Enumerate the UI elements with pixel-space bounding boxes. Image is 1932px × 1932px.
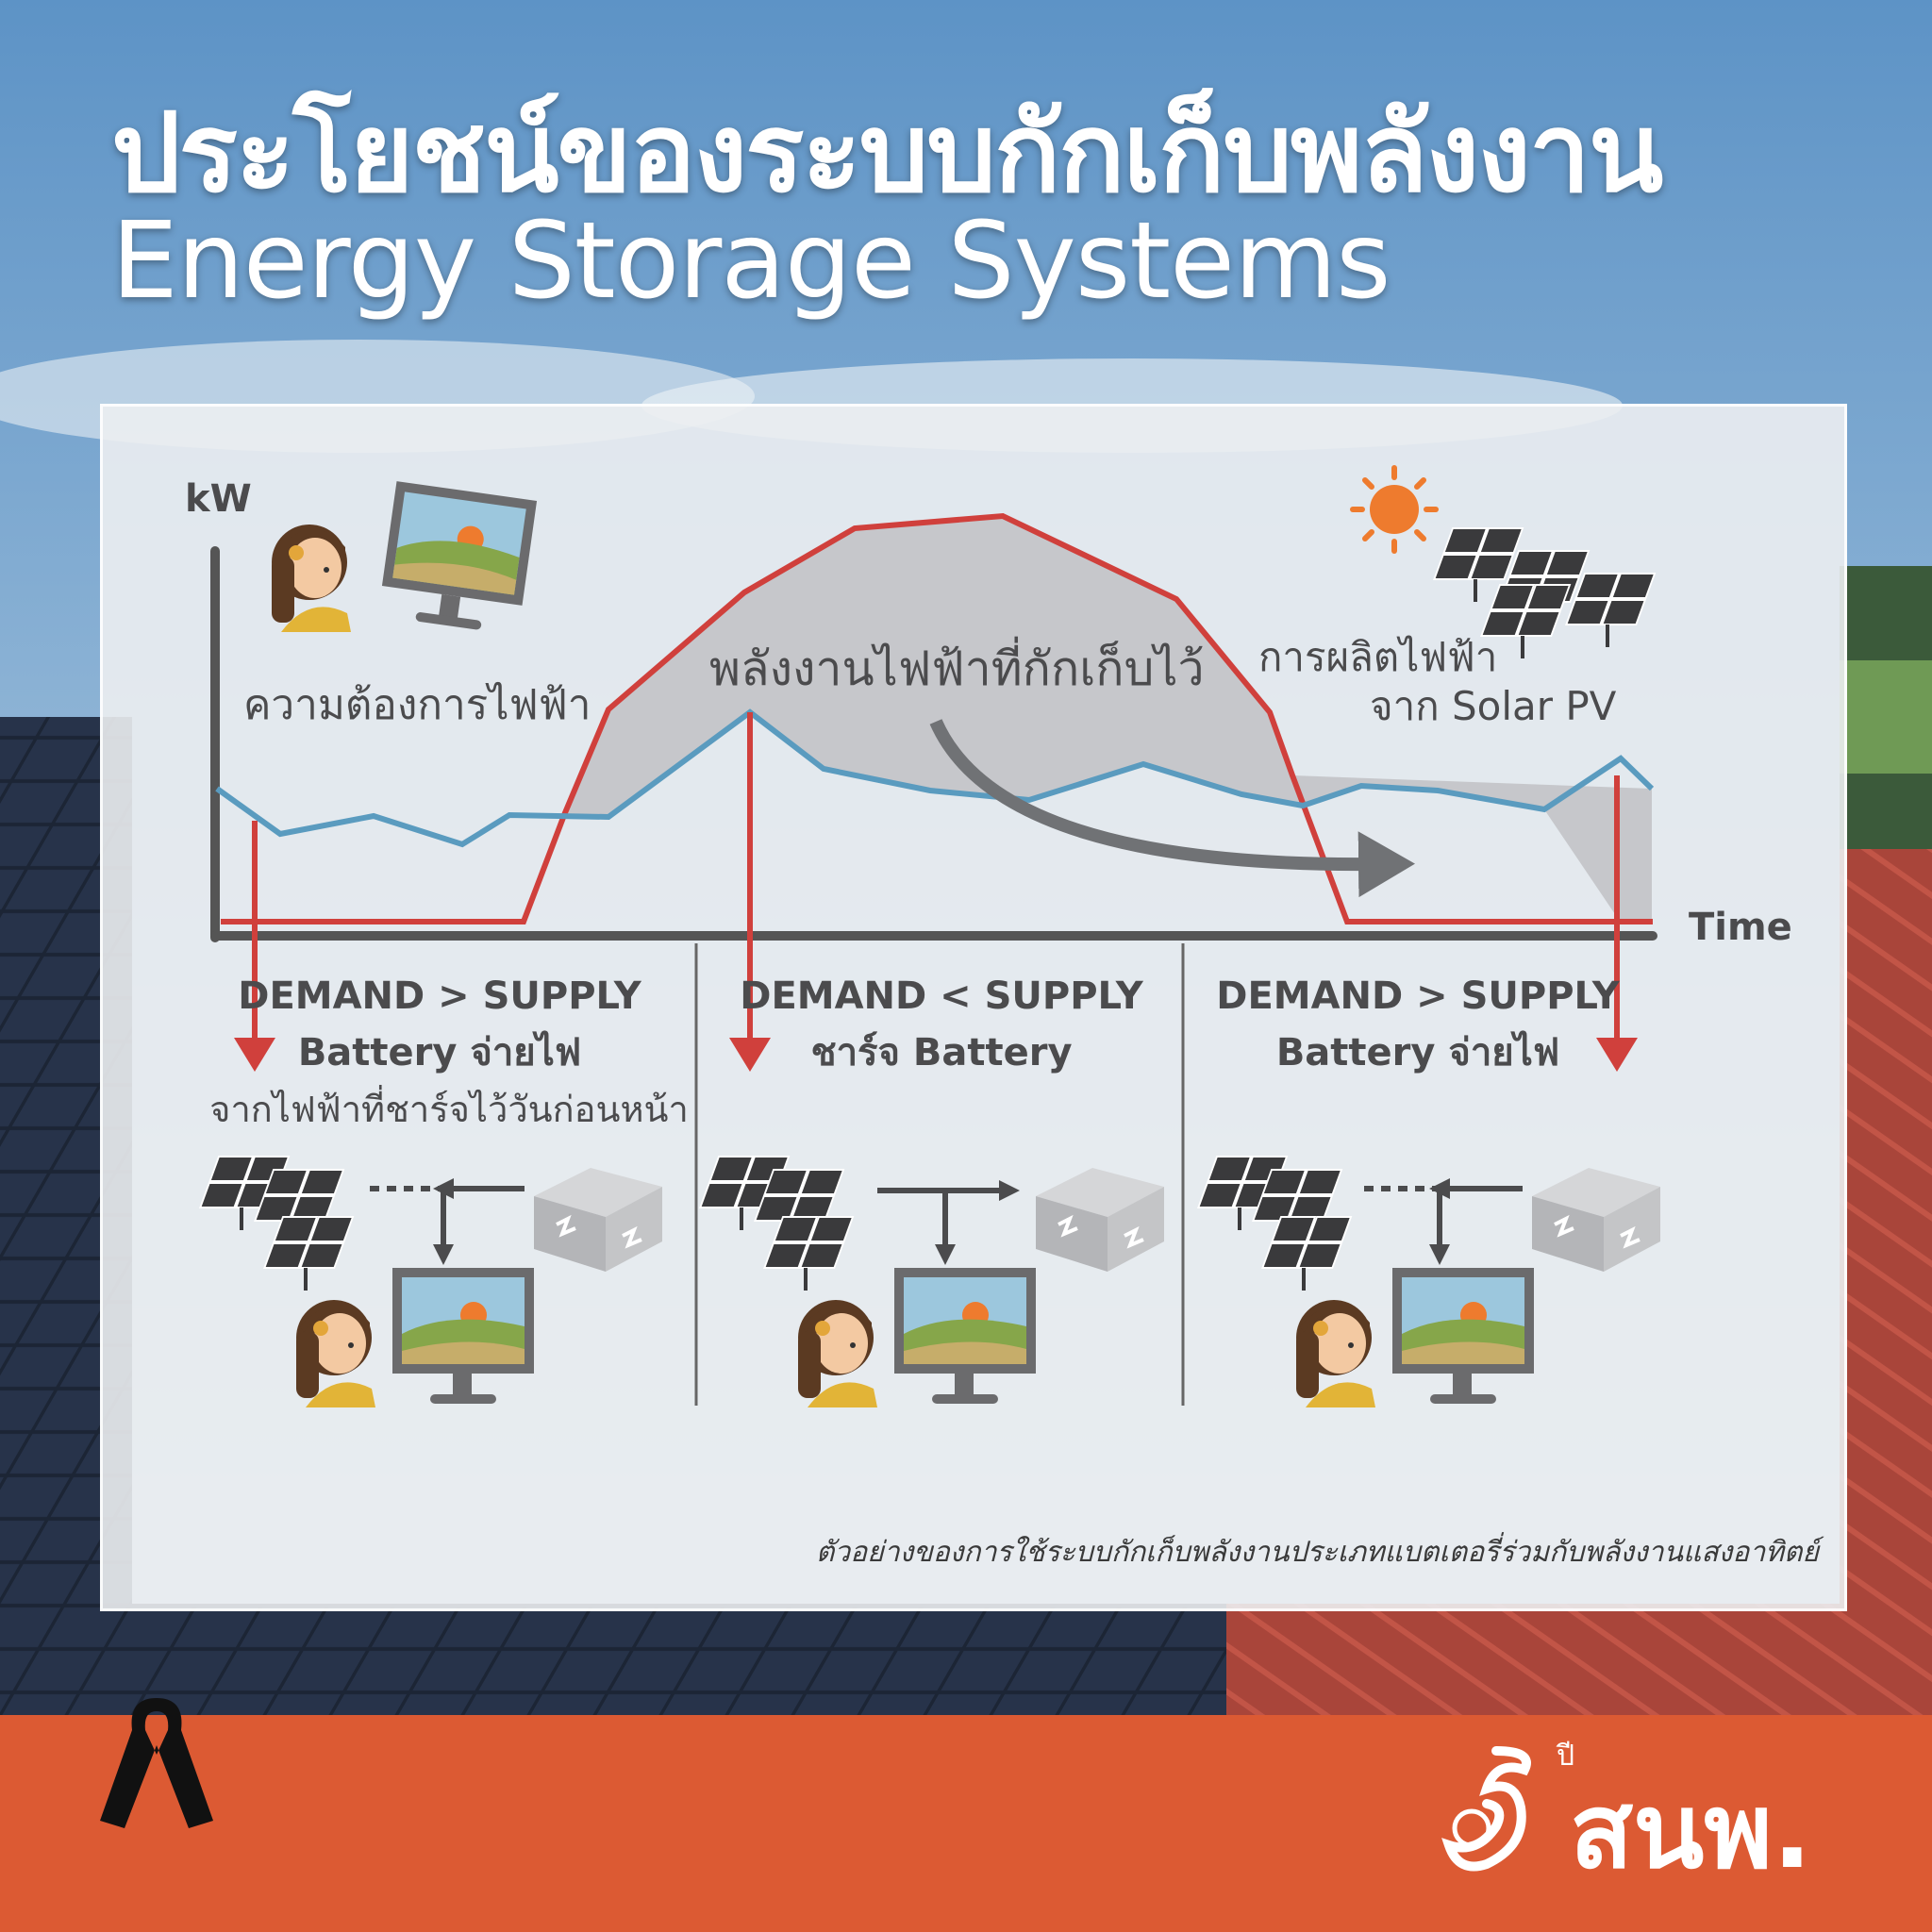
section-1-text: DEMAND > SUPPLY Battery จ่ายไฟ จากไฟฟ้าท… [194,968,689,1138]
section-3-battery-icon [1530,1166,1662,1274]
stored-energy-flow-arrow [929,719,1415,898]
footer-bar [0,1715,1932,1932]
dept-logo: 5 ปี สนพ. [1440,1732,1892,1891]
x-axis-label: Time [1689,906,1792,949]
mourning-ribbon-icon [100,1698,213,1828]
section-2-solar-panels-icon [698,1155,855,1292]
section-2-text: DEMAND < SUPPLY ชาร์จ Battery [696,968,1187,1081]
demand-label: ความต้องการไฟฟ้า [243,681,591,729]
red-arrowhead-1 [234,1038,275,1072]
red-arrowhead-3 [1596,1038,1638,1072]
section-1-battery-icon [532,1166,664,1274]
demand-line [215,708,1655,848]
stored-energy-label: พลังงานไฟฟ้าที่กักเก็บไว้ [709,641,1205,696]
section-1-solar-panels-icon [198,1155,355,1292]
section-2-condition: DEMAND < SUPPLY [740,974,1143,1018]
solar-production-label-1: การผลิตไฟฟ้า [1258,634,1498,680]
section-3-condition: DEMAND > SUPPLY [1216,974,1620,1018]
solar-supply-line [221,512,1653,924]
section-2-action: ชาร์จ Battery [810,1031,1073,1074]
section-2-battery-icon [1034,1166,1166,1274]
logo-superscript: ปี [1557,1740,1575,1773]
sun-icon [1350,465,1439,554]
red-arrowhead-2 [729,1038,771,1072]
section-2-monitor-icon [894,1268,1036,1404]
section-3-text: DEMAND > SUPPLY Battery จ่ายไฟ [1196,968,1640,1081]
section-1-detail: จากไฟฟ้าที่ชาร์จไว้วันก่อนหน้า [209,1089,689,1130]
diagram-caption: ตัวอย่างของการใช้ระบบกักเก็บพลังงานประเภ… [815,1536,1819,1569]
flame-emblem-icon [1441,1746,1531,1872]
monitor-icon [377,481,538,636]
logo-text: สนพ. [1570,1771,1812,1891]
title-thai: ประโยชน์ของระบบกักเก็บพลังงาน [111,90,1663,217]
section-1-condition: DEMAND > SUPPLY [238,974,641,1018]
title-english: Energy Storage Systems [111,200,1391,323]
stored-energy-area [564,516,1652,924]
section-3-action: Battery จ่ายไฟ [1275,1031,1560,1074]
section-1-action: Battery จ่ายไฟ [297,1031,582,1074]
section-2-person-icon [798,1300,877,1407]
section-3-monitor-icon [1392,1268,1534,1404]
y-axis-label: kW [185,477,252,521]
person-icon [272,525,351,632]
section-1-monitor-icon [392,1268,534,1404]
solar-production-label-2: จาก Solar PV [1370,683,1617,729]
section-1-person-icon [296,1300,375,1407]
section-3-person-icon [1296,1300,1375,1407]
section-3-solar-panels-icon [1196,1155,1353,1292]
